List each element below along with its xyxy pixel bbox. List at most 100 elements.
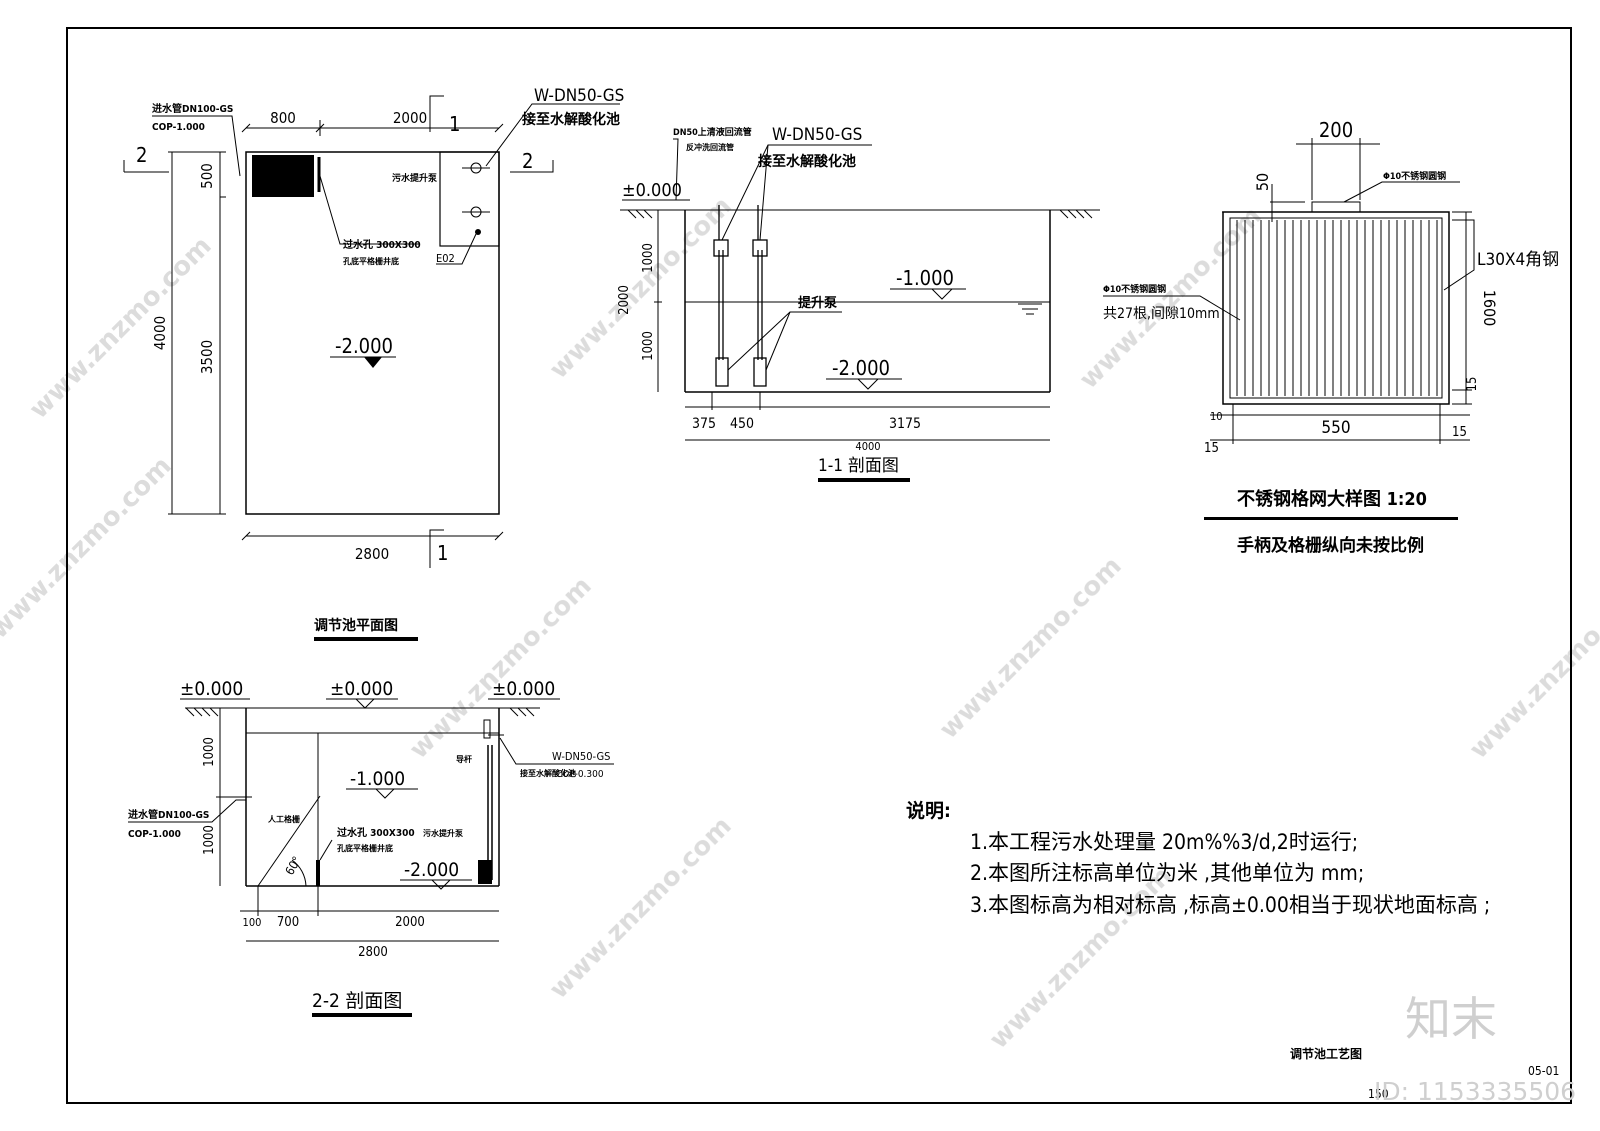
s22-outlet-cop: COP-0.300 xyxy=(556,769,604,780)
grid-bars-count: 共27根,间隙10mm xyxy=(1103,306,1220,322)
grid-frame xyxy=(1222,211,1450,405)
s11-dn50-label: DN50上清液回流管 xyxy=(673,126,752,138)
section-1-1: 1000 2000 1000 375 450 3175 4000 ±0.000 … xyxy=(617,125,1100,482)
s22-ground-right: ±0.000 xyxy=(492,678,555,700)
grid-title-underline xyxy=(1204,517,1458,520)
s22-level-bottom: -2.000 xyxy=(404,859,459,881)
s22-grille-label: 过水孔 300X300 xyxy=(337,826,415,839)
note-1: 1.本工程污水处理量 20m%%3/d,2时运行; xyxy=(970,830,1358,854)
s22-inlet-pipe: 进水管DN100-GS xyxy=(128,808,209,821)
plan-dim-3500: 3500 xyxy=(198,340,216,374)
watermark-8: www.znzmo.com xyxy=(544,811,738,1005)
title-block: 调节池工艺图 05-01 150 知末 ID: 1153335506 xyxy=(1290,992,1576,1106)
plan-section-1-bottom: 1 xyxy=(437,541,448,565)
s22-guide: 导杆 xyxy=(456,754,472,764)
s11-title: 1-1 剖面图 xyxy=(818,456,899,476)
plan-inlet-pipe: 进水管DN100-GS xyxy=(152,102,233,115)
grid-subtitle: 手柄及格栅纵向未按比例 xyxy=(1237,535,1424,556)
drawing-page: 150 xyxy=(1368,1087,1389,1101)
plan-dim-2000: 2000 xyxy=(393,109,427,127)
s22-level-mid: -1.000 xyxy=(350,768,405,790)
plan-outlet-to: 接至水解酸化池 xyxy=(522,111,620,128)
grid-title: 不锈钢格网大样图 1:20 xyxy=(1237,488,1427,510)
drawing-title: 调节池工艺图 xyxy=(1290,1046,1362,1061)
s11-dim-375: 375 xyxy=(692,416,716,432)
s11-pump-label: 提升泵 xyxy=(798,295,837,311)
plan-pump-label: 污水提升泵 xyxy=(392,172,438,184)
s11-dim-1000a: 1000 xyxy=(641,243,656,273)
plan-section-1-top: 1 xyxy=(449,112,460,136)
watermark-5: www.znzmo.com xyxy=(404,571,598,765)
watermark-3: www.znzmo.com xyxy=(1074,201,1268,395)
s11-title-underline xyxy=(818,478,910,482)
s22-dim-1000a: 1000 xyxy=(202,737,217,767)
s11-dim-450: 450 xyxy=(730,416,754,432)
grid-dim-200: 200 xyxy=(1319,118,1353,142)
grid-dim-15c: 15 xyxy=(1452,425,1467,440)
s11-outlet-to: 接至水解酸化池 xyxy=(758,153,856,170)
s22-pump-label: 污水提升泵 xyxy=(423,828,463,838)
plan-section-2-left: 2 xyxy=(136,143,147,167)
s22-inlet-cop: COP-1.000 xyxy=(128,829,181,840)
grid-dim-10: 10 xyxy=(1210,410,1223,423)
grid-dim-550: 550 xyxy=(1321,418,1350,438)
grid-dim-15b: 15 xyxy=(1204,441,1219,456)
s22-dim-1000b: 1000 xyxy=(202,825,217,855)
plan-title: 调节池平面图 xyxy=(314,617,398,634)
s11-dim-3175: 3175 xyxy=(889,416,921,432)
s22-outlet-to: 接至水解酸化池 xyxy=(520,768,576,778)
notes: 说明: 1.本工程污水处理量 20m%%3/d,2时运行; 2.本图所注标高单位… xyxy=(906,799,1490,917)
section-2-2: 1000 1000 100 700 2000 2800 ±0.000 ±0.00… xyxy=(128,678,614,1017)
plan-grille-note: 孔底平格栅井底 xyxy=(343,256,399,266)
s11-dim-4000: 4000 xyxy=(855,440,880,453)
s22-pump xyxy=(478,860,492,884)
grid-handle xyxy=(1311,201,1361,213)
plan-dim-2800: 2800 xyxy=(355,545,389,563)
s22-ground-left: ±0.000 xyxy=(180,678,243,700)
s11-outlet-pipe: W-DN50-GS xyxy=(772,125,862,145)
s22-dim-100: 100 xyxy=(243,916,262,929)
s11-dim-2000: 2000 xyxy=(617,285,632,315)
plan-outlet-pipe: W-DN50-GS xyxy=(534,86,624,106)
watermark-7: www.znzmo.com xyxy=(1464,571,1600,765)
s22-title: 2-2 剖面图 xyxy=(312,990,402,1012)
grid-dim-15a: 15 xyxy=(1465,377,1480,392)
plan-e02: E02 xyxy=(436,252,455,265)
id-text: ID: 1153335506 xyxy=(1374,1077,1576,1106)
drawing-number: 05-01 xyxy=(1528,1064,1559,1078)
watermark-4: www.znzmo.com xyxy=(0,451,178,645)
plan-dim-800: 800 xyxy=(270,109,296,127)
note-2: 2.本图所注标高单位为米 ,其他单位为 mm; xyxy=(970,861,1364,885)
watermark-1: www.znzmo.com xyxy=(24,231,218,425)
plan-dim-500: 500 xyxy=(198,163,216,189)
plan-level: -2.000 xyxy=(335,334,393,358)
grid-dim-50: 50 xyxy=(1253,173,1272,191)
logo: 知末 xyxy=(1405,992,1497,1046)
s22-dim-2800: 2800 xyxy=(358,945,388,960)
plan-pump-pit xyxy=(439,151,500,247)
watermark-6: www.znzmo.com xyxy=(934,551,1128,745)
sheet-border xyxy=(66,27,1572,1104)
s11-dim-1000b: 1000 xyxy=(641,331,656,361)
s22-dim-700: 700 xyxy=(277,915,299,930)
plan-title-underline xyxy=(314,637,418,641)
watermark-9: www.znzmo.com xyxy=(984,861,1178,1055)
plan-view: 800 2000 500 4000 3500 2800 1 1 2 2 进水管D… xyxy=(123,86,624,641)
plan-dim-4000: 4000 xyxy=(151,316,169,350)
s22-title-underline xyxy=(312,1013,412,1017)
s22-angle: 60° xyxy=(282,854,304,878)
plan-tank-outline xyxy=(245,151,500,515)
s11-level-bottom: -2.000 xyxy=(832,356,890,380)
plan-grille xyxy=(252,155,314,197)
s22-ground-mid: ±0.000 xyxy=(330,678,393,700)
grid-handle-label: Φ10不锈钢圆钢 xyxy=(1383,170,1446,182)
s22-dim-2000: 2000 xyxy=(395,915,425,930)
s22-ladder: 人工格栅 xyxy=(268,814,300,824)
watermark-layer: www.znzmo.com www.znzmo.com www.znzmo.co… xyxy=(0,191,1600,1055)
note-3: 3.本图标高为相对标高 ,标高±0.00相当于现状地面标高 ; xyxy=(970,893,1490,917)
grid-bars xyxy=(1236,220,1438,396)
notes-heading: 说明: xyxy=(906,799,951,822)
s11-ground: ±0.000 xyxy=(622,180,682,201)
grid-dim-1600: 1600 xyxy=(1480,290,1499,327)
